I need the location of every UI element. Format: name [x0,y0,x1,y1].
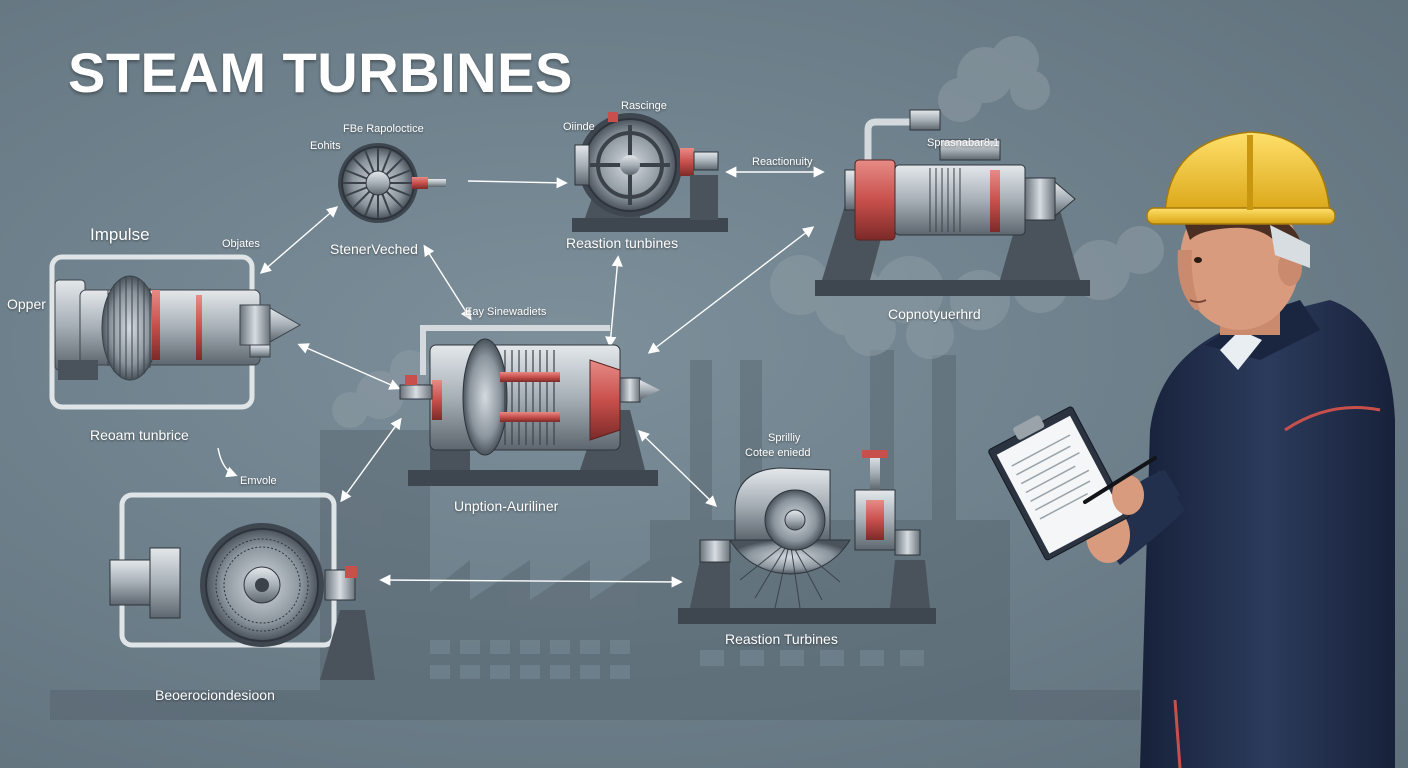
label-beoerocion: Beoerociondesioon [155,687,275,703]
copnoty-turbine-drawing [815,109,1090,296]
label-copee-eniedd: Cotee eniedd [745,447,811,459]
connector-arrows [217,166,825,588]
label-opper: Opper [7,296,46,312]
label-unption: Unption-Auriliner [454,498,559,514]
label-rascinge: Rascinge [621,100,667,112]
label-ream-tunbrice: Reoam tunbrice [90,427,189,443]
label-copnoty: Copnotyuerhrd [888,306,981,322]
impulse-turbine-drawing [49,254,302,410]
label-fbe: FBe Rapoloctice [343,123,424,135]
label-eay-sinewadiets: Eay Sinewadiets [465,306,547,318]
label-impulse: Impulse [90,225,150,244]
label-sprasnabar: Sprasnabar8.1 [927,137,1000,149]
page-title: STEAM TURBINES [68,41,573,104]
label-reaction-turbines-bottom: Reastion Turbines [725,631,838,647]
stenerveched-turbine-drawing [338,143,446,223]
unption-turbine-drawing [399,325,660,486]
beoerocion-turbine-drawing [109,492,375,680]
label-stenerveched: StenerVeched [330,241,418,257]
engineer-figure [988,131,1395,768]
label-oiinde: Oiinde [563,121,595,133]
label-reactionmy: Reactionuity [752,156,813,168]
label-reaction-turbines-top: Reastion tunbines [566,235,679,251]
reaction-turbine-top-drawing [572,112,728,232]
label-sprilliy: Sprilliy [768,432,801,444]
label-objates: Objates [222,238,260,250]
label-eohits: Eohits [310,140,341,152]
label-emvole: Emvole [240,475,277,487]
reaction-turbine-bottom-drawing [678,450,936,624]
